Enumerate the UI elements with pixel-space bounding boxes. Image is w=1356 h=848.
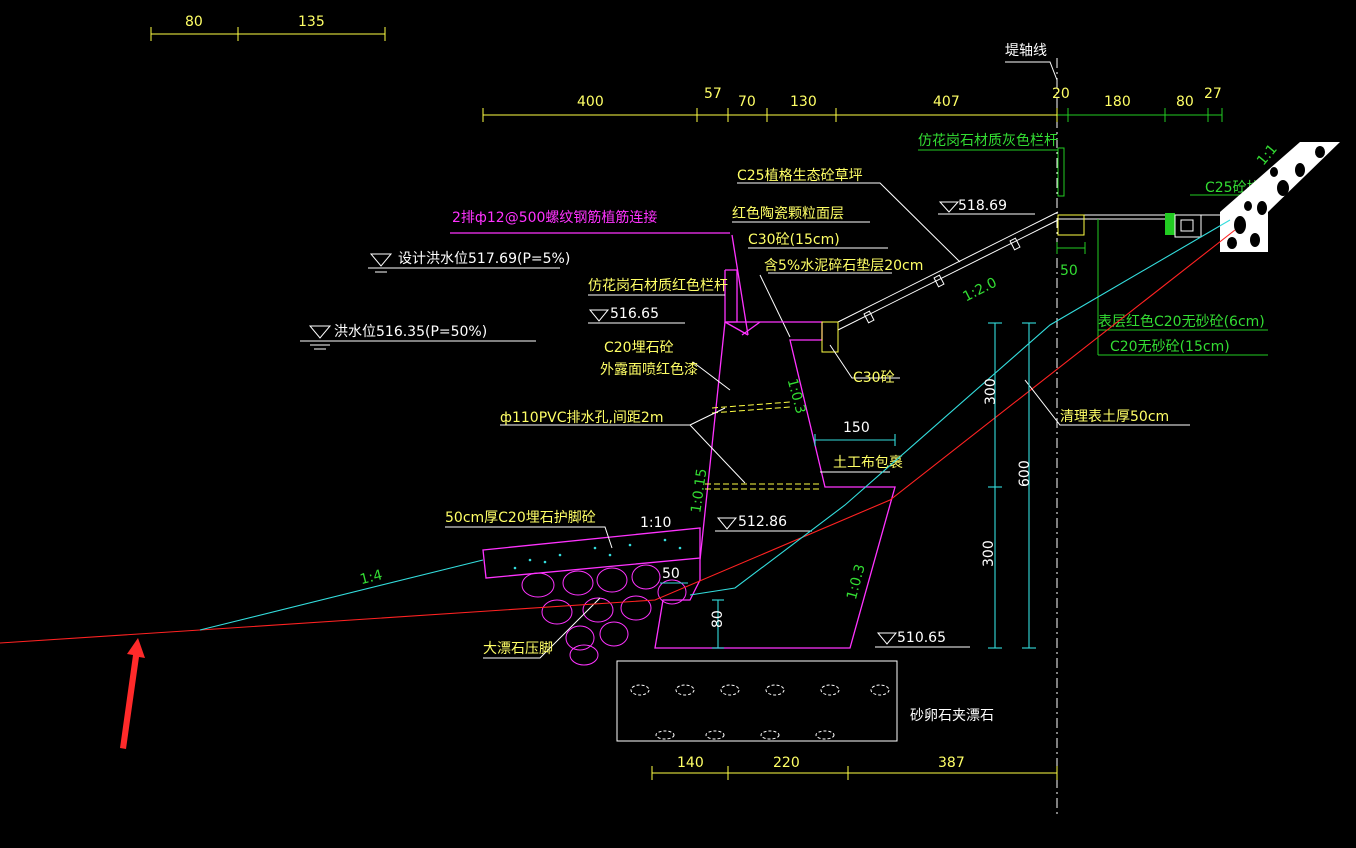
- rock-hill-hatch: 1:1: [1220, 141, 1340, 252]
- svg-text:400: 400: [577, 94, 604, 110]
- svg-text:387: 387: [938, 755, 965, 771]
- retaining-wall: [654, 234, 896, 649]
- svg-text:140: 140: [677, 755, 704, 771]
- svg-text:2排ф12@500螺纹钢筋植筋连接: 2排ф12@500螺纹钢筋植筋连接: [452, 209, 657, 226]
- svg-text:300: 300: [983, 378, 999, 405]
- dimension-top-left: 80 135: [150, 14, 386, 41]
- svg-text:C20无砂砼(15cm): C20无砂砼(15cm): [1110, 339, 1230, 355]
- svg-text:砂卵石夹漂石: 砂卵石夹漂石: [910, 708, 994, 724]
- svg-text:510.65: 510.65: [897, 630, 946, 646]
- svg-text:设计洪水位517.69(P=5%): 设计洪水位517.69(P=5%): [398, 251, 570, 267]
- svg-text:1:2.0: 1:2.0: [960, 275, 999, 306]
- dimension-footing-150: 150: [814, 420, 896, 446]
- grass-slope-annotation: C25植格生态砼草坪: [737, 168, 961, 263]
- svg-text:150: 150: [843, 420, 870, 436]
- svg-text:外露面喷红色漆: 外露面喷红色漆: [600, 361, 698, 378]
- svg-text:仿花岗石材质灰色栏杆: 仿花岗石材质灰色栏杆: [918, 132, 1058, 149]
- svg-text:518.69: 518.69: [958, 198, 1007, 214]
- crest-railing-gray: 仿花岗石材质灰色栏杆: [918, 132, 1065, 197]
- svg-text:土工布包裹: 土工布包裹: [833, 455, 903, 471]
- elevation-510-65: 510.65: [875, 630, 970, 648]
- rebar-annotation: 2排ф12@500螺纹钢筋植筋连接: [450, 209, 730, 234]
- svg-text:ф110PVC排水孔,间距2m: ф110PVC排水孔,间距2m: [500, 410, 663, 426]
- svg-text:C30砼(15cm): C30砼(15cm): [748, 232, 840, 248]
- wall-back-slope-cyan: [689, 219, 1231, 596]
- elevation-516-65: 516.65: [588, 306, 685, 324]
- svg-text:50: 50: [662, 566, 680, 582]
- ground-line-red: [0, 229, 1236, 644]
- svg-text:含5%水泥碎石垫层20cm: 含5%水泥碎石垫层20cm: [764, 258, 923, 274]
- svg-text:80: 80: [1176, 94, 1194, 110]
- svg-text:50cm厚C20埋石护脚砼: 50cm厚C20埋石护脚砼: [445, 510, 596, 526]
- foundation-bed: 砂卵石夹漂石: [616, 660, 994, 742]
- svg-text:50: 50: [1060, 263, 1078, 279]
- elevation-512-86: 512.86: [715, 514, 812, 532]
- crest-dim-50: 50: [1056, 242, 1086, 279]
- svg-text:57: 57: [704, 86, 722, 102]
- svg-text:仿花岗石材质红色栏杆: 仿花岗石材质红色栏杆: [588, 277, 728, 294]
- design-flood-level: 设计洪水位517.69(P=5%): [368, 251, 570, 273]
- dimension-offset-50: 50: [660, 566, 688, 584]
- svg-text:512.86: 512.86: [738, 514, 787, 530]
- dimension-bottom: 140 220 387: [651, 755, 1058, 780]
- red-arrow-pointer: [120, 638, 145, 749]
- dike-axis-label: 堤轴线: [1005, 43, 1047, 59]
- slope-1-4: 1:4: [358, 567, 384, 588]
- c30-label: C30砼: [829, 344, 900, 386]
- svg-text:300: 300: [981, 540, 997, 567]
- svg-text:1:10: 1:10: [640, 515, 671, 531]
- svg-text:清理表土厚50cm: 清理表土厚50cm: [1060, 409, 1169, 425]
- slope-1-015: 1:0.15: [688, 468, 710, 515]
- svg-text:220: 220: [773, 755, 800, 771]
- dimension-top-main: 400 57 70 130 407 20 180 80 27: [482, 86, 1223, 122]
- slope-1-03-top: 1:0.3: [784, 377, 809, 416]
- svg-text:600: 600: [1017, 460, 1033, 487]
- svg-text:135: 135: [298, 14, 325, 30]
- dike-axis-leader: [1005, 61, 1058, 81]
- fill-slope-line-cyan: [199, 559, 484, 631]
- toe-protection-slab: 50cm厚C20埋石护脚砼 1:10: [445, 510, 701, 579]
- pvc-drain-pipes: ф110PVC排水孔,间距2m: [500, 401, 820, 490]
- svg-text:C25植格生态砼草坪: C25植格生态砼草坪: [737, 168, 863, 184]
- rubble-concrete-notes: C20埋石砼 外露面喷红色漆: [600, 340, 731, 391]
- flood-level: 洪水位516.35(P=50%): [300, 324, 536, 350]
- svg-text:20: 20: [1052, 86, 1070, 102]
- svg-text:70: 70: [738, 94, 756, 110]
- dimension-vertical: 300 600 300: [981, 322, 1036, 649]
- svg-text:80: 80: [185, 14, 203, 30]
- dimension-toe-80: 80: [710, 599, 726, 649]
- svg-text:80: 80: [710, 610, 726, 628]
- crest-road-structure: 表层红色C20无砂砼(6cm) C20无砂砼(15cm): [1057, 213, 1268, 356]
- svg-text:27: 27: [1204, 86, 1222, 102]
- svg-text:407: 407: [933, 94, 960, 110]
- layer-notes: 红色陶瓷颗粒面层 C30砼(15cm) 含5%水泥碎石垫层20cm: [732, 205, 923, 338]
- svg-text:大漂石压脚: 大漂石压脚: [483, 641, 553, 657]
- clear-topsoil-note: 清理表土厚50cm: [1024, 379, 1190, 426]
- elevation-518-69: 518.69: [938, 198, 1035, 215]
- svg-text:C30砼: C30砼: [853, 370, 895, 386]
- svg-text:红色陶瓷颗粒面层: 红色陶瓷颗粒面层: [732, 205, 844, 222]
- boulders: 大漂石压脚: [483, 564, 687, 666]
- svg-text:表层红色C20无砂砼(6cm): 表层红色C20无砂砼(6cm): [1098, 313, 1265, 330]
- svg-text:180: 180: [1104, 94, 1131, 110]
- geotextile-note: 土工布包裹: [820, 455, 903, 473]
- svg-text:130: 130: [790, 94, 817, 110]
- svg-text:洪水位516.35(P=50%): 洪水位516.35(P=50%): [334, 324, 487, 340]
- svg-text:516.65: 516.65: [610, 306, 659, 322]
- svg-text:C20埋石砼: C20埋石砼: [604, 340, 674, 356]
